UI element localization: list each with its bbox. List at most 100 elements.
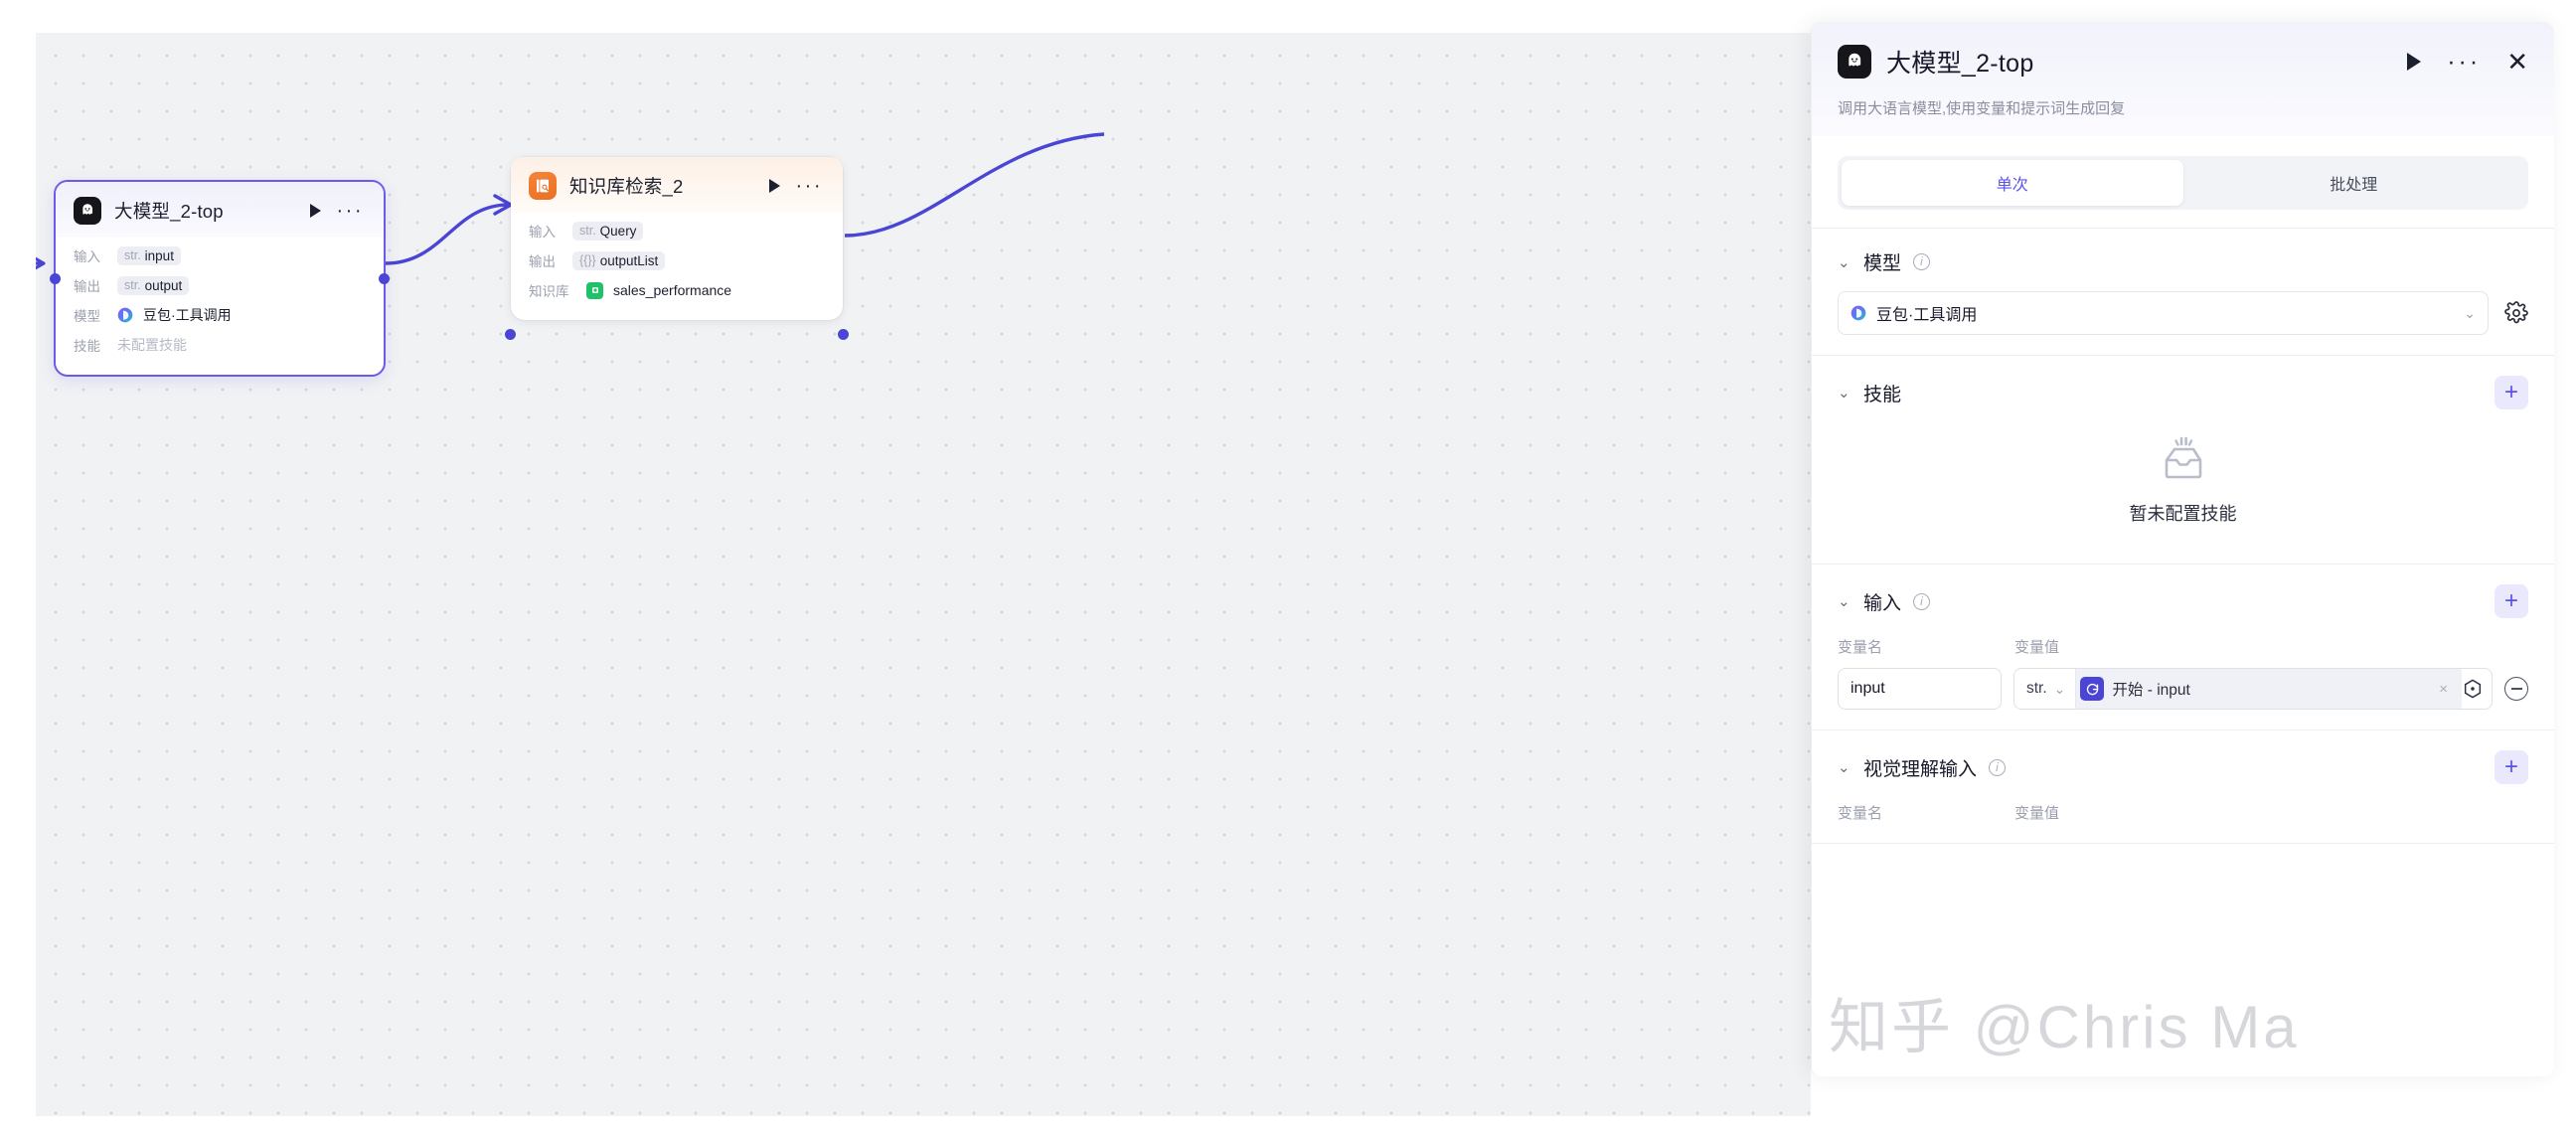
row-label: 技能 [74, 339, 100, 354]
add-input-button[interactable]: + [2495, 584, 2528, 618]
info-icon[interactable]: i [1913, 592, 1931, 610]
variable-type-select[interactable]: str. ⌄ [2014, 669, 2077, 709]
variable-type-value: str. [2026, 680, 2047, 697]
clear-reference-icon[interactable]: × [2439, 680, 2448, 698]
col-header-name: 变量名 [1838, 639, 1883, 656]
chevron-down-icon[interactable]: ⌄ [1838, 759, 1851, 776]
node-kb-input-pill: str.Query [572, 221, 644, 241]
panel-header: 大模型_2-top ··· ✕ 调用大语言模型,使用变量和提示词生成回复 [1812, 22, 2554, 136]
chevron-down-icon[interactable]: ⌄ [1838, 385, 1851, 402]
variable-value-box: str. ⌄ 开始 - input × [2013, 668, 2493, 710]
row-label: 知识库 [529, 284, 569, 299]
node-kb-output-pill: {{}}outputList [572, 250, 666, 270]
panel-close-icon[interactable]: ✕ [2506, 47, 2528, 77]
section-model: ⌄ 模型 i 豆包·工具调用 ⌄ [1812, 229, 2554, 356]
value-text: input [144, 247, 174, 263]
node-detail-panel: 大模型_2-top ··· ✕ 调用大语言模型,使用变量和提示词生成回复 单次 … [1811, 22, 2554, 1076]
section-model-title: 模型 [1863, 253, 1902, 274]
row-label: 输入 [529, 225, 556, 240]
edge-llm-to-kb [385, 194, 513, 265]
node-kb-title: 知识库检索_2 [569, 176, 684, 197]
panel-tabs: 单次 批处理 [1812, 136, 2554, 229]
tab-single[interactable]: 单次 [1842, 160, 2183, 206]
knowledge-base-icon [529, 172, 557, 200]
panel-description: 调用大语言模型,使用变量和提示词生成回复 [1838, 100, 2126, 117]
node-llm-more-icon[interactable]: ··· [336, 200, 364, 222]
variable-picker-icon[interactable] [2462, 678, 2484, 700]
row-label: 输出 [74, 279, 100, 294]
node-kb-header: 知识库检索_2 ··· [511, 157, 843, 213]
node-kb-row-kb: 知识库 sales_performance [529, 278, 825, 302]
section-input: ⌄ 输入 i + 变量名 变量值 str. ⌄ [1812, 565, 2554, 730]
section-vision: ⌄ 视觉理解输入 i + 变量名 变量值 [1812, 730, 2554, 844]
col-header-name: 变量名 [1838, 805, 1883, 822]
node-kb-more-icon[interactable]: ··· [795, 175, 823, 197]
start-node-icon [2080, 677, 2105, 701]
panel-bot-face-icon [1838, 45, 1871, 79]
chevron-down-icon: ⌄ [2053, 680, 2066, 697]
row-label: 输出 [529, 254, 556, 269]
edge-kb-to-panel [844, 132, 1105, 238]
chevron-down-icon: ⌄ [2464, 304, 2476, 321]
bot-face-icon [74, 197, 101, 225]
input-column-headers: 变量名 变量值 [1838, 636, 2528, 657]
panel-run-icon[interactable] [2407, 53, 2422, 71]
doubao-logo-icon [1851, 305, 1866, 321]
panel-more-icon[interactable]: ··· [2447, 48, 2482, 76]
node-kb-row-output: 输出 {{}}outputList [529, 248, 825, 272]
section-skill-title: 技能 [1863, 384, 1902, 405]
workflow-canvas[interactable]: 大模型_2-top ··· 输入 str.input 输出 str.output [36, 33, 1811, 1116]
node-llm-output-port[interactable] [379, 273, 390, 284]
node-llm-row-input: 输入 str.input [74, 243, 366, 267]
type-tag: str. [579, 224, 596, 238]
node-kb-output-port[interactable] [838, 329, 849, 340]
node-kb-row-input: 输入 str.Query [529, 219, 825, 243]
node-kb-run-icon[interactable] [768, 179, 780, 193]
chevron-down-icon[interactable]: ⌄ [1838, 253, 1851, 271]
remove-variable-button[interactable] [2504, 677, 2528, 701]
add-skill-button[interactable]: + [2495, 376, 2528, 409]
doubao-logo-icon [117, 307, 133, 323]
node-llm-row-output: 输出 str.output [74, 273, 366, 297]
gear-icon[interactable] [2504, 301, 2528, 325]
variable-reference-chip[interactable]: 开始 - input × [2076, 669, 2462, 709]
model-select[interactable]: 豆包·工具调用 ⌄ [1838, 291, 2489, 335]
skill-empty-text: 暂未配置技能 [2129, 504, 2237, 524]
node-llm-output-pill: str.output [117, 275, 190, 295]
add-vision-input-button[interactable]: + [2495, 750, 2528, 784]
type-tag: str. [124, 248, 141, 262]
type-tag: str. [124, 278, 141, 292]
tab-batch[interactable]: 批处理 [2330, 177, 2378, 194]
empty-tray-icon [2165, 436, 2201, 479]
skill-empty-state: 暂未配置技能 [1838, 409, 2528, 544]
variable-name-input[interactable] [1838, 668, 2002, 710]
section-input-title: 输入 [1863, 592, 1902, 614]
node-llm-header: 大模型_2-top ··· [56, 182, 384, 238]
node-llm-skill-text: 未配置技能 [117, 337, 187, 353]
info-icon[interactable]: i [1913, 253, 1931, 270]
model-select-value: 豆包·工具调用 [1876, 307, 1978, 324]
value-text: outputList [599, 252, 659, 268]
type-tag: {{}} [579, 253, 596, 267]
node-llm-input-port[interactable] [50, 273, 61, 284]
node-kb-dataset-name: sales_performance [613, 282, 732, 298]
vision-column-headers: 变量名 变量值 [1838, 802, 2528, 823]
edge-incoming [36, 256, 46, 270]
node-llm-run-icon[interactable] [309, 204, 321, 218]
node-kb-input-port[interactable] [505, 329, 516, 340]
node-llm-body: 输入 str.input 输出 str.output 模型 [56, 238, 384, 375]
section-skill: ⌄ 技能 + 暂未配置技能 [1812, 356, 2554, 565]
node-llm-row-model: 模型 豆包·工具调用 [74, 303, 366, 327]
col-header-value: 变量值 [2014, 805, 2060, 822]
node-llm-row-skill: 技能 未配置技能 [74, 333, 366, 357]
node-kb[interactable]: 知识库检索_2 ··· 输入 str.Query 输出 {{}}outputLi… [505, 157, 849, 340]
node-llm-title: 大模型_2-top [114, 201, 224, 222]
node-kb-body: 输入 str.Query 输出 {{}}outputList 知识库 [511, 213, 843, 320]
node-llm[interactable]: 大模型_2-top ··· 输入 str.input 输出 str.output [50, 180, 390, 377]
info-icon[interactable]: i [1989, 758, 2007, 776]
chevron-down-icon[interactable]: ⌄ [1838, 593, 1851, 610]
row-label: 模型 [74, 309, 100, 324]
node-llm-input-pill: str.input [117, 245, 181, 265]
row-label: 输入 [74, 249, 100, 264]
input-variable-row: str. ⌄ 开始 - input × [1838, 668, 2528, 710]
